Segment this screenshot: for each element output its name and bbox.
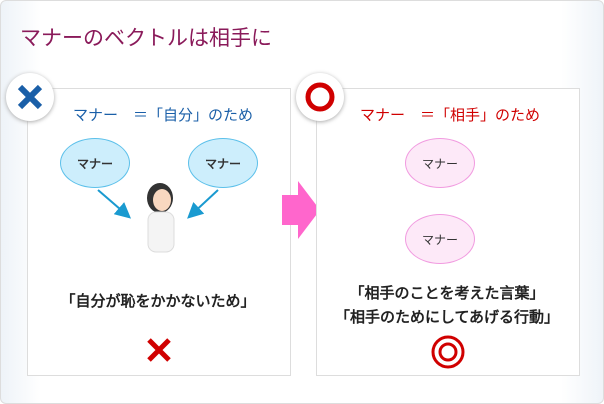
left-heading: マナー ＝「自分」のため [73, 106, 254, 124]
cross-mark-icon [147, 338, 171, 362]
double-circle-icon [431, 335, 465, 369]
slide-title: マナーのベクトルは相手に [20, 26, 272, 50]
manner-bubble: マナー [405, 138, 475, 188]
right-caption-1: 「相手のことを考えた言葉」 [349, 284, 545, 302]
cross-badge-icon [6, 73, 54, 121]
nurse-icon [147, 183, 175, 253]
right-heading: マナー ＝「相手」のため [360, 106, 541, 124]
manner-bubble: マナー [60, 138, 130, 188]
circle-badge-icon [296, 73, 344, 121]
right-caption-2: 「相手のためにしてあげる行動」 [334, 308, 560, 326]
left-caption: 「自分が恥をかかないため」 [60, 292, 256, 310]
manner-bubble: マナー [405, 214, 475, 264]
manner-bubble: マナー [188, 138, 258, 188]
